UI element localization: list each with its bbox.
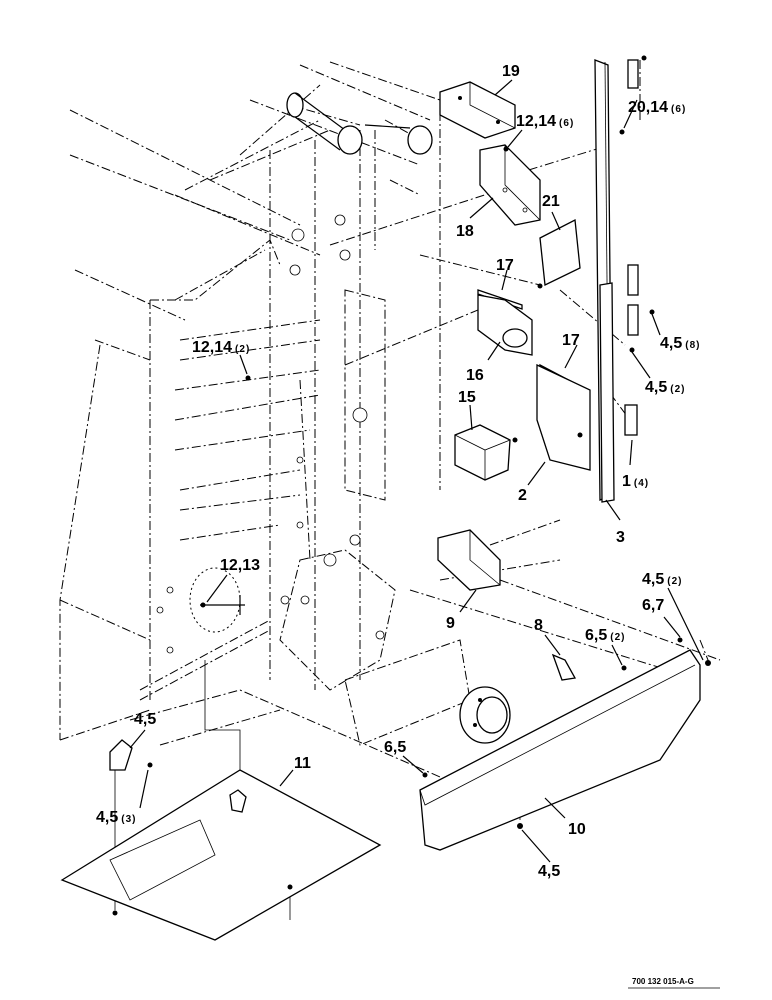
top-shaft [286,92,433,155]
callout-1: 1(4) [622,473,649,490]
callout-4-5-8: 4,5(8) [660,335,700,352]
part-18-angle-bracket [479,144,541,226]
callout-20-14: 20,14(6) [628,99,686,116]
part-2-cover [536,363,591,471]
leader-lines [114,60,711,920]
part-15-box [454,424,511,481]
callout-9: 9 [446,615,455,632]
callout-12-14-left: 12,14(2) [192,339,250,356]
part-16-bracket [477,294,533,356]
callout-11: 11 [294,755,311,772]
left-bracket [109,739,133,771]
callout-6-5: 6,5 [384,739,406,756]
callout-18: 18 [456,223,474,240]
callout-12-14-top: 12,14(6) [516,113,574,130]
callout-leaders [129,79,720,989]
callout-4-5-2-right: 4,5(2) [642,571,682,588]
floor-knob [229,789,247,813]
callout-10: 10 [568,821,586,838]
fasteners [112,55,711,916]
callout-6-5-2: 6,5(2) [585,627,625,644]
callout-3: 3 [616,529,625,546]
gear [189,567,245,633]
frame-holes [156,214,385,654]
callouts: 19 12,14(6) 20,14(6) 18 21 17 17 4,5(8) … [96,63,700,986]
callout-15: 15 [458,389,476,406]
callout-17-lower: 17 [562,332,580,349]
callout-4-5-3: 4,5(3) [96,809,136,826]
callout-12-13: 12,13 [220,557,260,574]
callout-6-7: 6,7 [642,597,664,614]
part-8-clip [551,653,577,681]
callout-19: 19 [502,63,520,80]
part-11-tray [60,769,382,941]
callout-4-5-2-mid: 4,5(2) [645,379,685,396]
part-19-bracket [439,81,516,139]
part-21-plate [539,218,581,286]
drawing-code: 700 132 015-A-G [632,977,694,986]
callout-4-5-bottom: 4,5 [538,863,560,880]
wheel-hub [459,686,511,744]
callout-8: 8 [534,617,543,634]
callout-2: 2 [518,487,527,504]
callout-17-upper: 17 [496,257,514,274]
callout-4-5-left: 4,5 [134,711,156,728]
part-1-plates [624,59,639,436]
callout-16: 16 [466,367,484,384]
part-9-bracket [437,529,501,591]
callout-21: 21 [542,193,560,210]
part-10-shield [419,649,701,851]
